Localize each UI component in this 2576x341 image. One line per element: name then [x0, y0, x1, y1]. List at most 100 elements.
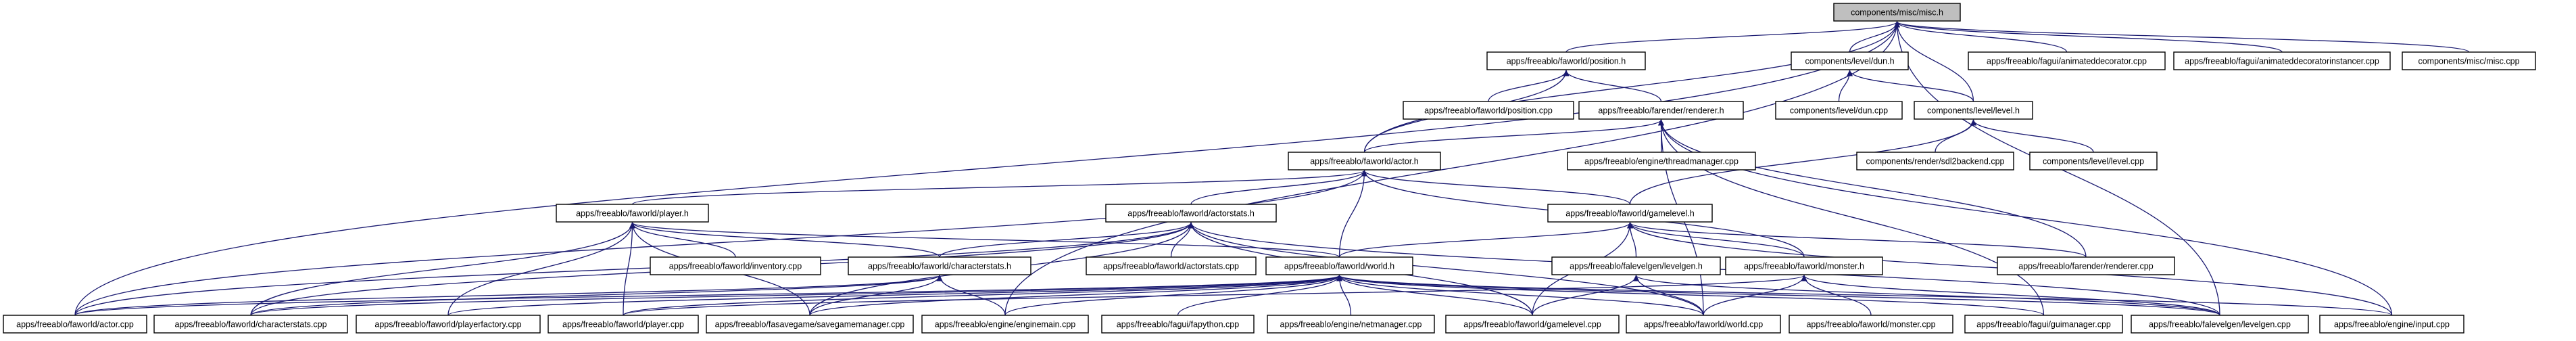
node-renderer-h[interactable]: apps/freeablo/farender/renderer.h: [1578, 101, 1744, 120]
node-player-cpp[interactable]: apps/freeablo/faworld/player.cpp: [548, 315, 699, 334]
edge-levelgen_cpp-to-world_h: [1336, 275, 2220, 316]
node-box: [2319, 315, 2464, 334]
node-label: apps/freeablo/faworld/actorstats.cpp: [1103, 261, 1239, 271]
node-box: [1567, 152, 1756, 170]
node-level-cpp[interactable]: components/level/level.cpp: [2029, 152, 2158, 170]
node-box: [1105, 204, 1277, 223]
node-box: [1997, 256, 2175, 275]
edge-renderer_cpp-to-renderer_h: [1658, 119, 2087, 258]
node-misc-h[interactable]: components/misc/misc.h: [1833, 3, 1961, 22]
edge-characterstats_h-to-actorstats_h: [939, 222, 1194, 258]
edge-levelgen_cpp-to-monster_h: [1801, 275, 2220, 316]
node-box: [1789, 315, 1953, 334]
node-levelgen-cpp[interactable]: apps/freeablo/falevelgen/levelgen.cpp: [2131, 315, 2309, 334]
node-animdec-cpp[interactable]: apps/freeablo/fagui/animateddecorator.cp…: [1968, 51, 2166, 70]
edge-gamelevel_cpp-to-levelgen_h: [1532, 275, 1639, 316]
node-monster-cpp[interactable]: apps/freeablo/faworld/monster.cpp: [1789, 315, 1953, 334]
node-box: [3, 315, 147, 334]
node-box: [1578, 101, 1744, 120]
node-label: apps/freeablo/faworld/inventory.cpp: [669, 261, 802, 271]
node-fapython-cpp[interactable]: apps/freeablo/fagui/fapython.cpp: [1101, 315, 1255, 334]
node-label: apps/freeablo/falevelgen/levelgen.h: [1570, 261, 1703, 271]
node-box: [1626, 315, 1781, 334]
node-dun-h[interactable]: components/level/dun.h: [1791, 51, 1909, 70]
node-actor-h[interactable]: apps/freeablo/faworld/actor.h: [1288, 152, 1441, 170]
edge-gamelevel_h-to-actor_h: [1361, 170, 1631, 205]
node-playerfactory-cpp[interactable]: apps/freeablo/faworld/playerfactory.cpp: [356, 315, 541, 334]
node-label: apps/freeablo/fagui/fapython.cpp: [1117, 319, 1239, 329]
node-dun-cpp[interactable]: components/level/dun.cpp: [1775, 101, 1903, 120]
edge-characterstats_h-to-player_h: [629, 222, 940, 258]
node-player-h[interactable]: apps/freeablo/faworld/player.h: [556, 204, 709, 223]
node-label: components/level/dun.h: [1805, 56, 1894, 66]
node-sdl2backend-cpp[interactable]: components/render/sdl2backend.cpp: [1856, 152, 2014, 170]
node-input-cpp[interactable]: apps/freeablo/engine/input.cpp: [2319, 315, 2464, 334]
node-characterstats-h[interactable]: apps/freeablo/faworld/characterstats.h: [848, 256, 1031, 275]
node-threadmanager-cpp[interactable]: apps/freeablo/engine/threadmanager.cpp: [1567, 152, 1756, 170]
node-guimanager-cpp[interactable]: apps/freeablo/fagui/guimanager.cpp: [1964, 315, 2123, 334]
edge-inventory_cpp-to-player_h: [629, 222, 736, 258]
node-characterstats-cpp[interactable]: apps/freeablo/faworld/characterstats.cpp: [153, 315, 348, 334]
edge-actor_h-to-renderer_h: [1363, 119, 1664, 153]
node-world-h[interactable]: apps/freeablo/faworld/world.h: [1265, 256, 1413, 275]
node-label: apps/freeablo/faworld/playerfactory.cpp: [374, 319, 521, 329]
node-label: apps/freeablo/falevelgen/levelgen.cpp: [2149, 319, 2291, 329]
edge-sdl2backend_cpp-to-level_h: [1935, 119, 1976, 153]
edge-playerfactory_cpp-to-player_h: [447, 222, 635, 316]
edge-playerfactory_cpp-to-world_h: [447, 275, 1342, 316]
node-label: apps/freeablo/faworld/world.h: [1284, 261, 1394, 271]
node-label: components/level/dun.cpp: [1790, 106, 1888, 115]
node-position-cpp[interactable]: apps/freeablo/faworld/position.cpp: [1403, 101, 1574, 120]
node-label: components/render/sdl2backend.cpp: [1866, 156, 2005, 166]
node-label: apps/freeablo/faworld/world.cpp: [1644, 319, 1764, 329]
node-actorstats-h[interactable]: apps/freeablo/faworld/actorstats.h: [1105, 204, 1277, 223]
node-netmanager-cpp[interactable]: apps/freeablo/engine/netmanager.cpp: [1267, 315, 1435, 334]
edge-actor_cpp-to-actor_h: [74, 170, 1367, 316]
edge-guimanager_cpp-to-world_h: [1336, 275, 2045, 316]
node-enginemain-cpp[interactable]: apps/freeablo/engine/enginemain.cpp: [921, 315, 1089, 334]
edge-savegamemanager_cpp-to-world_h: [809, 275, 1342, 316]
node-label: components/misc/misc.h: [1851, 7, 1943, 17]
node-label: apps/freeablo/engine/netmanager.cpp: [1280, 319, 1422, 329]
edge-animdec_cpp-to-misc_h: [1894, 21, 2068, 53]
edge-world_cpp-to-actorstats_h: [1188, 222, 1704, 316]
node-world-cpp[interactable]: apps/freeablo/faworld/world.cpp: [1626, 315, 1781, 334]
node-label: apps/freeablo/faworld/monster.cpp: [1806, 319, 1935, 329]
edge-characterstats_cpp-to-characterstats_h: [250, 275, 943, 316]
node-box: [921, 315, 1089, 334]
node-label: apps/freeablo/faworld/actor.cpp: [16, 319, 134, 329]
edge-world_h-to-actor_h: [1338, 170, 1367, 258]
node-position-h[interactable]: apps/freeablo/faworld/position.h: [1486, 51, 1646, 70]
node-actorstats-cpp[interactable]: apps/freeablo/faworld/actorstats.cpp: [1086, 256, 1257, 275]
node-misc-cpp[interactable]: components/misc/misc.cpp: [2402, 51, 2536, 70]
node-label: apps/freeablo/fagui/animateddecoratorins…: [2185, 56, 2379, 66]
node-inventory-cpp[interactable]: apps/freeablo/faworld/inventory.cpp: [650, 256, 821, 275]
node-label: apps/freeablo/faworld/gamelevel.cpp: [1463, 319, 1601, 329]
node-savegamemanager-cpp[interactable]: apps/freeablo/fasavegame/savegamemanager…: [706, 315, 914, 334]
node-label: apps/freeablo/faworld/characterstats.cpp: [174, 319, 326, 329]
edge-position_h-to-misc_h: [1565, 21, 1900, 53]
node-renderer-cpp[interactable]: apps/freeablo/farender/renderer.cpp: [1997, 256, 2175, 275]
node-box: [1265, 256, 1413, 275]
node-box: [1775, 101, 1903, 120]
edge-gamelevel_cpp-to-world_h: [1336, 275, 1533, 316]
node-actor-cpp[interactable]: apps/freeablo/faworld/actor.cpp: [3, 315, 147, 334]
node-animdecinst-cpp[interactable]: apps/freeablo/fagui/animateddecoratorins…: [2173, 51, 2391, 70]
edge-netmanager_cpp-to-world_h: [1336, 275, 1352, 316]
node-gamelevel-cpp[interactable]: apps/freeablo/faworld/gamelevel.cpp: [1445, 315, 1620, 334]
node-box: [1791, 51, 1909, 70]
edge-enginemain_cpp-to-world_h: [1004, 275, 1342, 316]
node-box: [2402, 51, 2536, 70]
node-label: apps/freeablo/engine/input.cpp: [2334, 319, 2450, 329]
node-gamelevel-h[interactable]: apps/freeablo/faworld/gamelevel.h: [1547, 204, 1713, 223]
node-label: apps/freeablo/farender/renderer.h: [1598, 106, 1724, 115]
edge-input_cpp-to-world_h: [1336, 275, 2393, 316]
node-box: [356, 315, 541, 334]
node-label: apps/freeablo/fasavegame/savegamemanager…: [715, 319, 905, 329]
node-levelgen-h[interactable]: apps/freeablo/falevelgen/levelgen.h: [1551, 256, 1721, 275]
node-monster-h[interactable]: apps/freeablo/faworld/monster.h: [1725, 256, 1883, 275]
node-label: apps/freeablo/faworld/actor.h: [1310, 156, 1419, 166]
node-label: apps/freeablo/faworld/gamelevel.h: [1565, 208, 1694, 218]
node-level-h[interactable]: components/level/level.h: [1914, 101, 2033, 120]
